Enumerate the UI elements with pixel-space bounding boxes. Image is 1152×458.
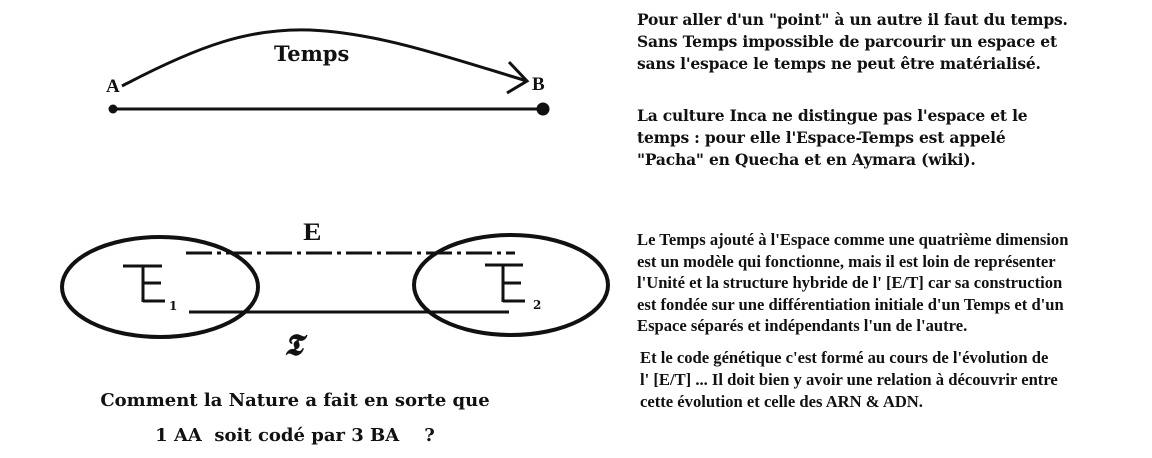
question-line-1: Comment la Nature a fait en sorte que <box>100 390 490 411</box>
text-line: est fondée sur une différentiation initi… <box>637 294 1064 314</box>
text-block-time-travel: Pour aller d'un "point" à un autre il fa… <box>637 9 1068 75</box>
text-line: La culture Inca ne distingue pas l'espac… <box>637 106 1028 125</box>
text-line: l' [E/T] ... Il doit bien y avoir une re… <box>640 370 1058 389</box>
text-line: est un modèle qui fonctionne, mais il es… <box>637 251 1056 271</box>
text-line: Le Temps ajouté à l'Espace comme une qua… <box>637 230 1069 249</box>
time-arc <box>121 28 528 88</box>
arc-label-temps: Temps <box>274 41 350 66</box>
et-glyph-1-icon <box>123 264 165 303</box>
text-line: temps : pour elle l'Espace-Temps est app… <box>637 128 1006 147</box>
question-line-2: 1 AA soit codé par 3 BA ? <box>155 425 435 446</box>
point-b-dot <box>536 102 550 116</box>
arrowhead-icon <box>506 60 530 95</box>
text-line: sans l'espace le temps ne peut être maté… <box>637 54 1041 73</box>
text-block-inca-pacha: La culture Inca ne distingue pas l'espac… <box>637 105 1028 171</box>
question-caption: Comment la Nature a fait en sorte que 1 … <box>60 383 530 453</box>
text-line: "Pacha" en Quecha et en Aymara (wiki). <box>637 150 976 169</box>
point-a-label: A <box>106 76 120 97</box>
text-line: Pour aller d'un "point" à un autre il fa… <box>637 10 1068 29</box>
text-line: cette évolution et celle des ARN & ADN. <box>640 392 923 411</box>
time-label: 𝕿 <box>284 328 303 363</box>
text-line: Et le code génétique c'est formé au cour… <box>640 348 1049 367</box>
node-2-subscript: 2 <box>533 298 542 312</box>
et-glyph-2-icon <box>485 263 525 303</box>
text-block-genetic-code: Et le code génétique c'est formé au cour… <box>640 347 1058 413</box>
hybrid-et-diagram <box>60 233 610 339</box>
node-1-subscript: 1 <box>169 299 178 313</box>
text-line: l'Unité et la structure hybride de l' [E… <box>637 273 1063 293</box>
text-block-fourth-dimension: Le Temps ajouté à l'Espace comme une qua… <box>637 229 1068 337</box>
point-b-label: B <box>532 74 545 95</box>
text-line: Sans Temps impossible de parcourir un es… <box>637 32 1057 51</box>
space-time-path-diagram <box>108 28 550 116</box>
node-2-ellipse <box>412 233 610 337</box>
space-label: E <box>303 219 322 246</box>
node-1-ellipse <box>60 235 260 339</box>
text-line: Espace séparés et indépendants l'un de l… <box>637 316 968 336</box>
point-a-dot <box>108 104 118 114</box>
